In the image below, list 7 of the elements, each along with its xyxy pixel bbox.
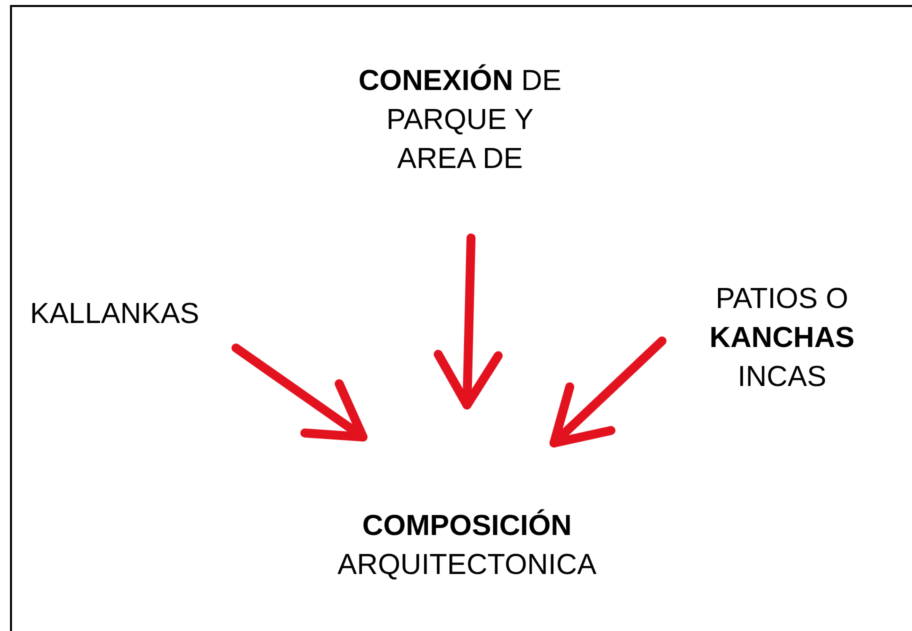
node-label: KALLANKAS <box>30 296 200 332</box>
node-label: CONEXIÓN DE PARQUE Y AREA DE <box>357 63 563 177</box>
arrow <box>550 336 666 448</box>
node-label: PATIOS O KANCHAS INCAS <box>708 282 856 395</box>
arrow <box>232 344 368 442</box>
node-label: COMPOSICIÓN ARQUITECTONICA <box>336 508 598 583</box>
arrow <box>434 234 503 410</box>
